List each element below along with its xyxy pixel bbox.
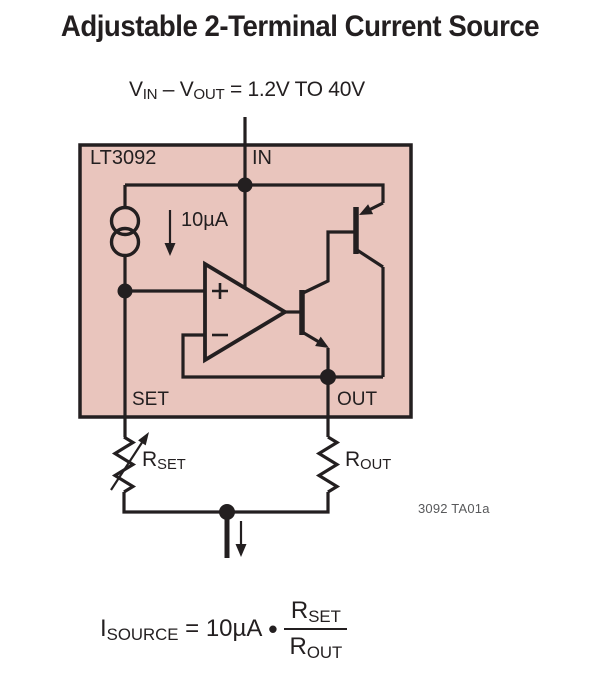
pnp-emitter-arrow <box>359 204 374 215</box>
reference-current-label: 10µA <box>181 209 229 231</box>
formula-numerator: RSET <box>284 597 348 630</box>
current-source-bottom-circle <box>109 226 141 258</box>
rset-resistor-icon <box>110 432 149 494</box>
formula-fraction: RSET ROUT <box>284 597 348 663</box>
rset-zigzag <box>111 435 137 494</box>
npn-transistor-icon <box>299 230 355 377</box>
current-source-top-circle <box>109 205 141 237</box>
formula-i-sub: SOURCE <box>106 625 179 645</box>
formula-den-base: R <box>289 633 307 660</box>
rset-sub: SET <box>157 457 186 474</box>
vin-vout-condition: VIN – VOUT = 1.2V TO 40V <box>129 78 365 104</box>
feedback-wire <box>181 333 383 379</box>
rset-base: R <box>142 448 158 471</box>
condition-sub2: OUT <box>193 86 225 104</box>
condition-sub1: IN <box>142 86 158 104</box>
reference-current-arrow-icon <box>164 210 176 256</box>
current-source-icon <box>109 205 141 258</box>
opamp-icon <box>203 260 289 364</box>
formula-num-sub: SET <box>308 607 341 627</box>
page-title: Adjustable 2-Terminal Current Source <box>60 10 540 43</box>
formula-lhs: ISOURCE = 10µA <box>100 615 263 645</box>
pin-label-in: IN <box>252 147 272 169</box>
isource-formula: ISOURCE = 10µA • RSET ROUT <box>100 597 348 663</box>
rout-sub: OUT <box>360 457 392 474</box>
rout-base: R <box>345 448 361 471</box>
formula-num-base: R <box>290 597 309 624</box>
pin-label-out: OUT <box>337 389 378 410</box>
junction-dot-out <box>320 369 336 385</box>
condition-v2: V <box>179 78 194 101</box>
junction-dot-in <box>237 177 253 193</box>
formula-den-sub: OUT <box>306 643 343 663</box>
condition-range: = 1.2V TO 40V <box>224 78 365 101</box>
npn-collector-wire <box>302 230 355 295</box>
rset-variable-arrow-line <box>110 440 144 491</box>
pnp-transistor-icon <box>353 201 384 269</box>
output-current-arrow-icon <box>224 512 247 558</box>
figure-reference-note: 3092 TA01a <box>418 501 490 516</box>
plus-input-icon <box>212 283 228 299</box>
npn-emitter-arrow <box>315 336 329 348</box>
rset-variable-arrow-head <box>138 432 149 446</box>
rout-label: ROUT <box>345 448 392 474</box>
condition-v1: V <box>129 78 143 101</box>
formula-equals-coefficient: = 10µA <box>185 615 263 642</box>
formula-i: I <box>100 615 107 642</box>
chip-name-label: LT3092 <box>90 147 157 169</box>
rout-zigzag <box>315 435 341 494</box>
condition-dash: – <box>157 78 180 101</box>
rset-label: RSET <box>142 448 186 474</box>
pnp-collector-diag-wire <box>356 248 384 269</box>
output-arrow-head <box>235 544 247 557</box>
wires <box>122 117 385 514</box>
npn-emitter-wire <box>302 331 320 344</box>
junction-dot-set <box>117 283 133 299</box>
rout-resistor-icon <box>315 435 341 494</box>
formula-denominator: ROUT <box>284 630 347 663</box>
pin-label-set: SET <box>132 389 169 410</box>
in-rail-wire <box>245 183 385 203</box>
formula-multiply-dot: • <box>268 613 278 644</box>
